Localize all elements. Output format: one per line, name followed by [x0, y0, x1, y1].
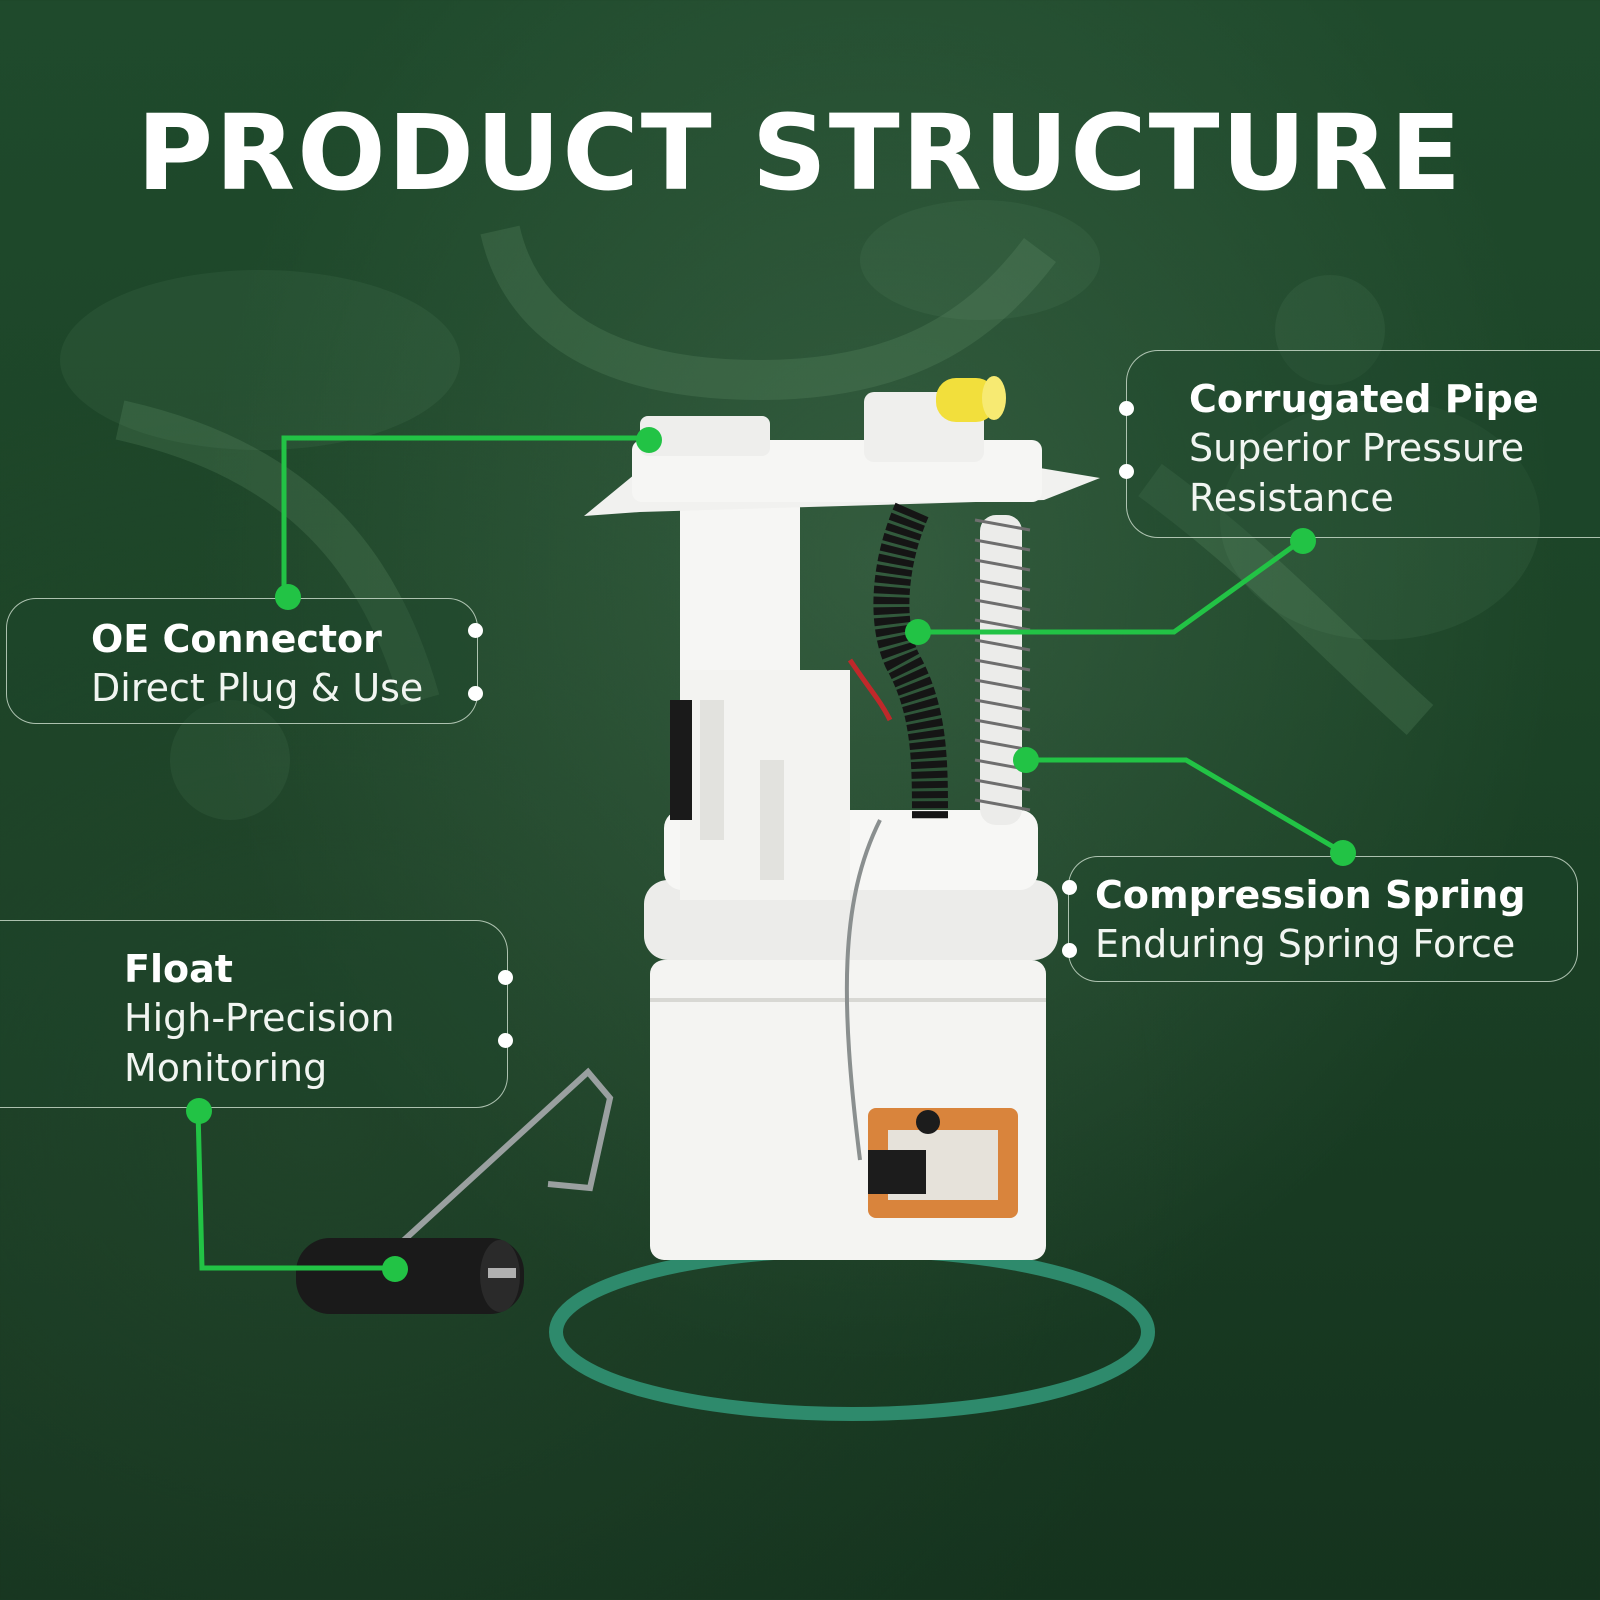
callout-description: Enduring Spring Force	[1095, 922, 1516, 966]
callout-description: High-Precision	[124, 996, 395, 1040]
anchor-dot	[1330, 840, 1356, 866]
callout-description: Superior Pressure	[1189, 426, 1525, 470]
leader-line-compression-spring	[1026, 757, 1344, 855]
top-flange	[584, 376, 1100, 516]
accent-dot	[1062, 880, 1077, 895]
leader-line-float	[195, 1109, 394, 1271]
callout-title: Corrugated Pipe	[1189, 377, 1539, 421]
anchor-dot	[636, 427, 662, 453]
callout-compression-spring: Compression Spring Enduring Spring Force	[1068, 856, 1578, 982]
leader-line-oe-connector	[281, 435, 652, 596]
anchor-dot	[186, 1098, 212, 1124]
leader-line-corrugated-pipe	[918, 537, 1304, 635]
corrugated-pipe	[873, 502, 948, 821]
callout-description: Direct Plug & Use	[91, 666, 424, 710]
callout-float: Float High-Precision Monitoring	[0, 920, 508, 1108]
callout-title: Float	[124, 947, 233, 991]
pump-body	[644, 500, 1058, 1260]
callout-description: Resistance	[1189, 476, 1394, 520]
anchor-dot	[275, 584, 301, 610]
callout-oe-connector: OE Connector Direct Plug & Use	[6, 598, 478, 724]
anchor-dot	[1290, 528, 1316, 554]
anchor-dot	[905, 619, 931, 645]
accent-dot	[468, 686, 483, 701]
anchor-dot	[382, 1256, 408, 1282]
callout-corrugated-pipe: Corrugated Pipe Superior Pressure Resist…	[1126, 350, 1600, 538]
float-arm	[377, 1067, 614, 1265]
accent-dot	[498, 970, 513, 985]
float-part	[296, 1238, 524, 1314]
accent-dot	[1119, 401, 1134, 416]
page-title: PRODUCT STRUCTURE	[136, 92, 1464, 214]
callout-description: Monitoring	[124, 1046, 328, 1090]
accent-dot	[1119, 464, 1134, 479]
anchor-dot	[1013, 747, 1039, 773]
accent-dot	[1062, 943, 1077, 958]
callout-title: OE Connector	[91, 617, 382, 661]
compression-spring	[974, 515, 1031, 825]
accent-dot	[468, 623, 483, 638]
accent-dot	[498, 1033, 513, 1048]
callout-title: Compression Spring	[1095, 873, 1526, 917]
